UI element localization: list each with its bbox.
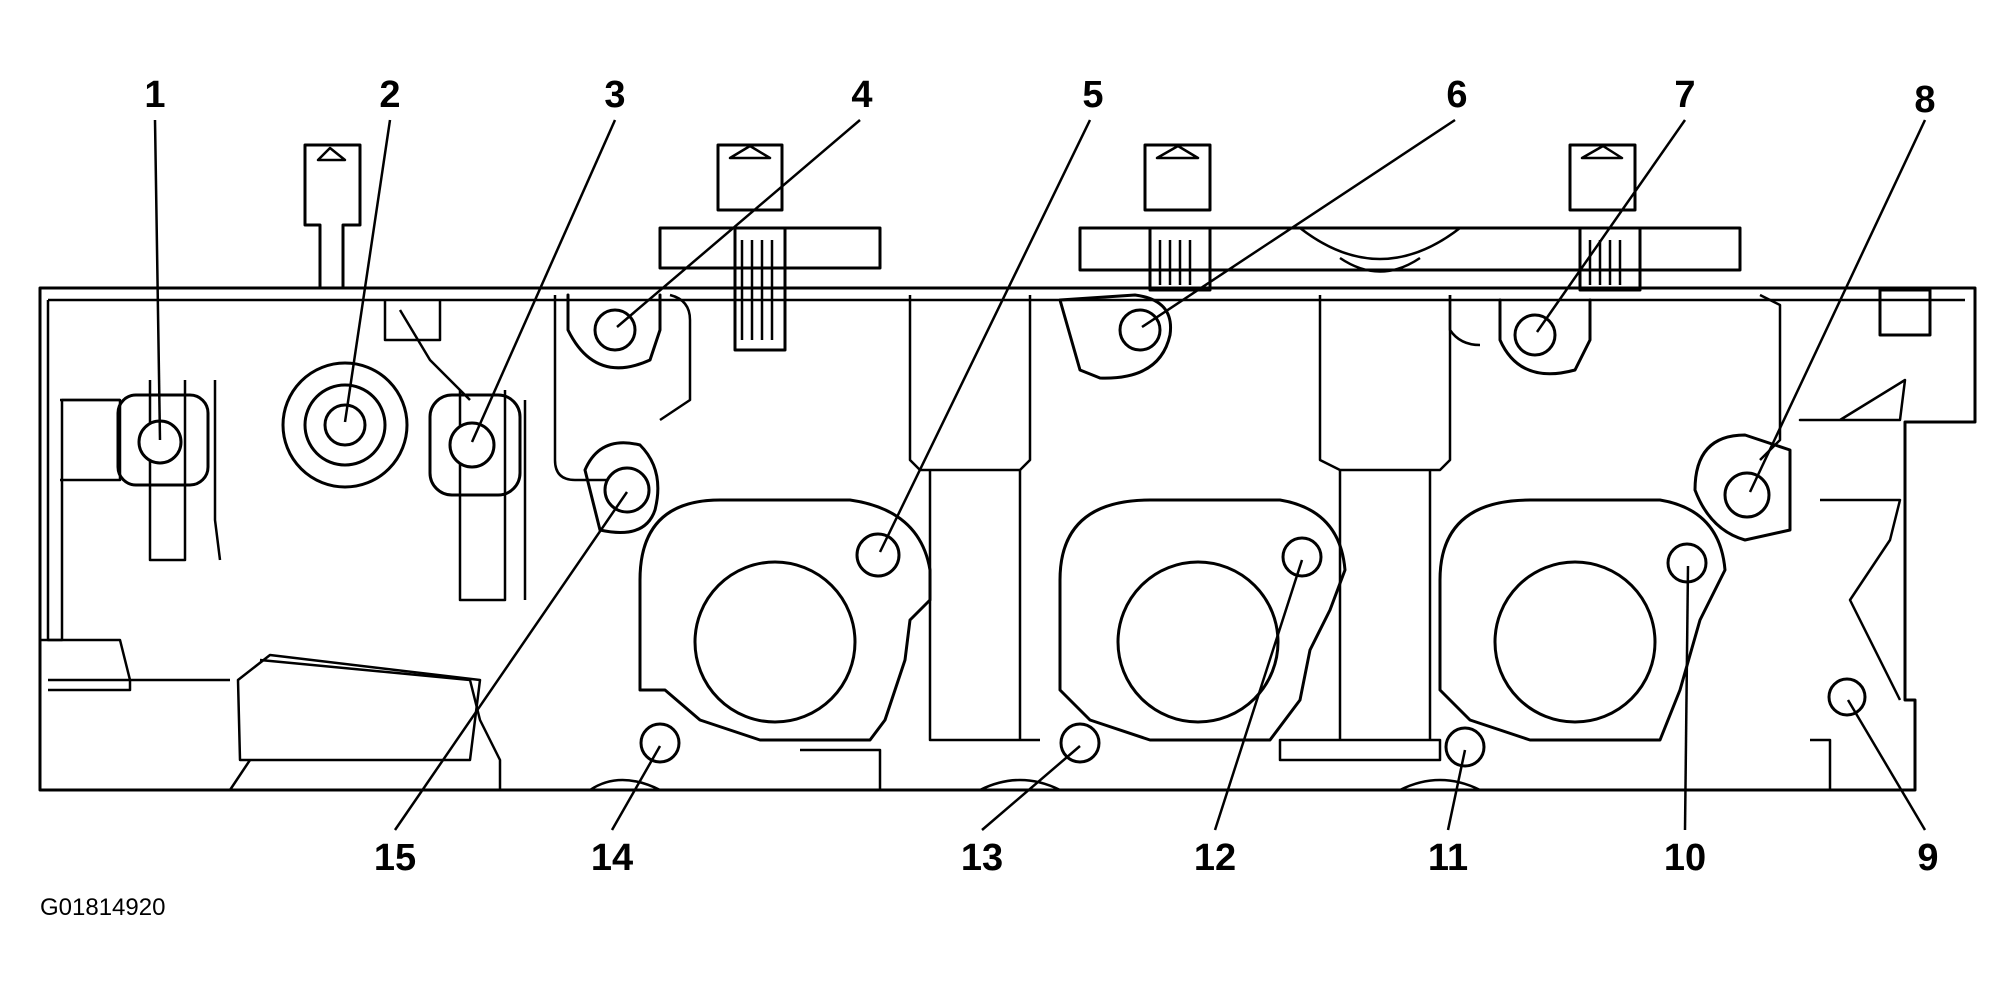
leader-1 xyxy=(153,119,162,441)
callout-6: 6 xyxy=(1446,74,1467,116)
callout-3: 3 xyxy=(604,74,625,116)
callout-14: 14 xyxy=(591,837,633,879)
bolt-holes xyxy=(137,308,1867,768)
leader-15 xyxy=(393,491,629,831)
bolt-hole-6 xyxy=(1118,308,1162,352)
cylinder-head-outline xyxy=(38,286,1977,792)
internal-ribs xyxy=(60,293,1907,792)
combustion-chambers xyxy=(638,498,1727,742)
callout-labels: 1 2 3 4 5 6 7 8 9 10 11 12 13 14 15 xyxy=(144,74,1938,879)
bolt-hole-12 xyxy=(1281,536,1323,578)
callout-11: 11 xyxy=(1428,837,1468,879)
callout-10: 10 xyxy=(1664,837,1706,879)
bolt-hole-3 xyxy=(448,421,496,469)
leader-10 xyxy=(1683,565,1690,831)
callout-7: 7 xyxy=(1674,74,1695,116)
bolt-hole-5 xyxy=(855,532,901,578)
callout-4: 4 xyxy=(851,74,872,116)
leader-8 xyxy=(1748,119,1927,493)
callout-5: 5 xyxy=(1082,74,1103,116)
bolt-hole-15 xyxy=(603,466,651,514)
leader-11 xyxy=(1446,749,1467,831)
leader-4 xyxy=(616,119,861,328)
callout-1: 1 xyxy=(144,74,165,116)
callout-8: 8 xyxy=(1914,79,1935,121)
bolt-bosses xyxy=(116,293,1792,542)
leader-6 xyxy=(1141,118,1456,329)
leader-12 xyxy=(1213,559,1304,831)
bolt-hole-9 xyxy=(1827,677,1867,717)
callout-12: 12 xyxy=(1194,837,1236,879)
callout-15: 15 xyxy=(374,837,416,879)
callout-13: 13 xyxy=(961,837,1003,879)
bolt-hole-14 xyxy=(639,722,681,764)
leader-2 xyxy=(343,119,392,423)
callout-2: 2 xyxy=(379,74,400,116)
leader-3 xyxy=(470,119,617,443)
callout-9: 9 xyxy=(1917,837,1938,879)
top-mounting-tabs xyxy=(303,143,1932,352)
leader-14 xyxy=(610,745,662,831)
leader-lines xyxy=(153,118,1927,831)
leader-9 xyxy=(1846,699,1927,831)
bolt-hole-8 xyxy=(1723,471,1771,519)
figure-id: G01814920 xyxy=(40,894,165,921)
bolt-hole-11 xyxy=(1444,726,1486,768)
leader-5 xyxy=(878,119,1092,553)
leader-7 xyxy=(1535,119,1687,333)
bolt-hole-2 xyxy=(323,403,367,447)
leader-13 xyxy=(981,745,1081,831)
bolt-hole-7 xyxy=(1513,313,1557,357)
